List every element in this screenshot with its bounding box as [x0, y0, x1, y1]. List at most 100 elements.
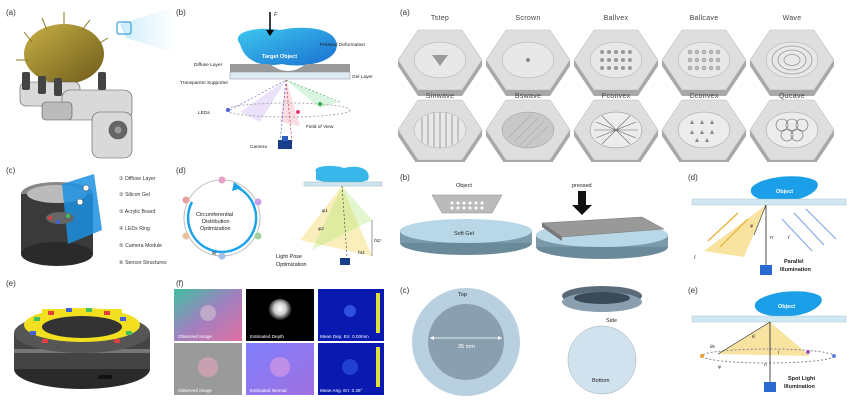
field-of-view-label: Field of View — [306, 124, 334, 130]
legend-camera-module: ⑤ Camera Module — [119, 243, 162, 249]
gel-layer-label: Gel Layer — [352, 74, 373, 80]
panel-re-spot-illumination: (e) Object θ θs φ n l Spot Light Illumin… — [684, 282, 852, 398]
n-label-d: n — [770, 235, 773, 241]
views-diagram: 35 mm Top Side Bottom — [392, 282, 682, 398]
tile-name-cconvex: Cconvex — [689, 93, 719, 100]
parallel-illumination-diagram: Object I I n φ Parallel Illumination — [684, 165, 852, 280]
h1-label: ht1 — [358, 250, 365, 256]
object-label-b: Object — [456, 183, 472, 189]
pose-opt-line1: Light Pose — [276, 254, 302, 260]
soft-gel-label: Soft Gel — [454, 231, 474, 237]
target-object-label: Target Object — [262, 54, 297, 60]
label-rb: (b) — [400, 173, 410, 182]
tile-pconvex — [574, 100, 658, 162]
label-e: (e) — [6, 279, 16, 288]
spot-title-1: Spot Light — [788, 376, 815, 382]
depth-caption: Estimated Depth — [250, 334, 284, 339]
legend-leds-ring: ④ LEDs Ring — [119, 226, 150, 232]
circ-opt-line2: Distribution — [202, 219, 230, 225]
tile-qucave — [750, 100, 834, 162]
sensor-principle-diagram: Target Object F Diffuse Layer Transparen… — [170, 2, 385, 162]
soft-gel-diagram: Object Soft Gel pressed — [392, 165, 682, 280]
panel-a-robot-hand: (a) — [2, 2, 172, 162]
observed-caption-2: Observed Image — [178, 388, 212, 393]
observed-caption-1: Observed Image — [178, 334, 212, 339]
theta-label: θ — [752, 334, 755, 340]
label-rd: (d) — [688, 173, 698, 182]
n-label-e: n — [764, 363, 767, 368]
parallel-title-1: Parallel — [784, 259, 804, 265]
label-d: (d) — [176, 166, 186, 175]
panel-f-estimation-grid: (f) Observed Image Estimated Depth Mean … — [172, 275, 387, 398]
label-f: (f) — [176, 279, 184, 288]
panel-rd-parallel-illumination: (d) Object I I n φ Parallel Illumination — [684, 165, 852, 280]
tile-name-scrown: Scrown — [515, 15, 540, 22]
camera-icon — [278, 140, 292, 149]
parallel-title-2: Illumination — [780, 267, 812, 273]
phi-1-label: φ1 — [322, 208, 328, 214]
spot-illumination-diagram: Object θ θs φ n l Spot Light Illuminatio… — [684, 282, 852, 398]
label-a: (a) — [6, 8, 16, 17]
force-label: F — [274, 12, 278, 18]
pressed-label: pressed — [572, 183, 592, 189]
i-label-2: I — [788, 235, 790, 241]
bottom-label: Bottom — [592, 378, 610, 384]
tile-ballvex — [574, 30, 658, 96]
pose-opt-line2: Optimization — [276, 262, 307, 268]
theta-s-label: θs — [710, 344, 716, 350]
camera-icon-rd — [760, 265, 772, 275]
optimization-diagram: Circumferential Distribution Optimizatio… — [172, 160, 387, 275]
label-re: (e) — [688, 286, 698, 295]
panel-ra-tiles: (a) — [392, 2, 852, 162]
tile-cconvex — [662, 100, 746, 162]
side-label: Side — [606, 318, 617, 324]
panel-b-sensor-principle: (b) Target Object F Diffuse Layer Transp… — [170, 2, 385, 162]
phi-label-d: φ — [750, 224, 753, 229]
robot-hand-image — [2, 2, 172, 162]
tile-tstep — [398, 30, 482, 96]
phi-label-e: φ — [718, 365, 721, 370]
tile-scrown — [486, 30, 570, 96]
normal-caption: Estimated Normal — [250, 388, 287, 393]
h2-label: ht2 — [374, 238, 381, 244]
object-label-d: Object — [776, 189, 793, 195]
leds-label: LEDs — [198, 110, 210, 116]
depth-error-caption: Mean Dep. Err. 0.03mm — [320, 334, 369, 339]
l-label-e: l — [778, 350, 779, 356]
panel-rb-soft-gel: (b) Object Soft Gel pressed — [392, 165, 682, 280]
camera-label: Camera — [250, 144, 267, 150]
tile-sinwave — [398, 100, 482, 162]
spot-title-2: Illumination — [784, 384, 816, 390]
tile-ballcave — [662, 30, 746, 96]
camera-icon-re — [764, 382, 776, 392]
panel-d-optimization: (d) Circumferential Distribution Optimiz… — [172, 160, 387, 275]
tile-name-ballcave: Ballcave — [690, 15, 719, 22]
tile-name-bswave: Bswave — [515, 93, 541, 100]
tile-name-ballvex: Ballvex — [604, 15, 629, 22]
object-label-e: Object — [778, 304, 795, 310]
tile-name-tstep: Tstep — [431, 15, 449, 22]
legend-diffuse-layer: ① Diffuse Layer — [119, 176, 156, 182]
label-rc: (c) — [400, 286, 409, 295]
tile-name-qucave: Qucave — [779, 93, 805, 100]
tile-bswave — [486, 100, 570, 162]
press-arrow — [578, 191, 586, 205]
top-label: Top — [458, 292, 467, 298]
tile-name-wave: Wave — [783, 15, 802, 22]
pressed-deformation-label: Pressed Deformation — [320, 42, 365, 48]
transparent-supporter-label: Transparent Supporter — [180, 80, 228, 86]
dimension-label: 35 mm — [458, 344, 475, 350]
tiles-grid: Tstep Scrown Ballvex Ballcave Wave Sinwa… — [392, 2, 852, 162]
panel-c-exploded-sensor: (c) ① Diffuse Layer ② Silicon Gel ③ Acry… — [2, 160, 172, 275]
tile-name-pconvex: Pconvex — [602, 93, 631, 100]
legend-silicon-gel: ② Silicon Gel — [119, 192, 150, 198]
circ-opt-line1: Circumferential — [196, 212, 233, 218]
led-ring-image — [2, 275, 172, 398]
tile-name-sinwave: Sinwave — [426, 93, 455, 100]
diffuse-layer-label: Diffuse Layer — [194, 62, 223, 68]
circ-opt-line3: Optimization — [200, 226, 231, 232]
estimation-grid: Observed Image Estimated Depth Mean Dep.… — [172, 275, 387, 398]
angle-error-caption: Mean Ang. Err. 0.28° — [320, 388, 363, 393]
legend-sensor-structures: ⑥ Sensor Structures — [119, 260, 167, 266]
phi-2-label: φ2 — [318, 226, 324, 232]
